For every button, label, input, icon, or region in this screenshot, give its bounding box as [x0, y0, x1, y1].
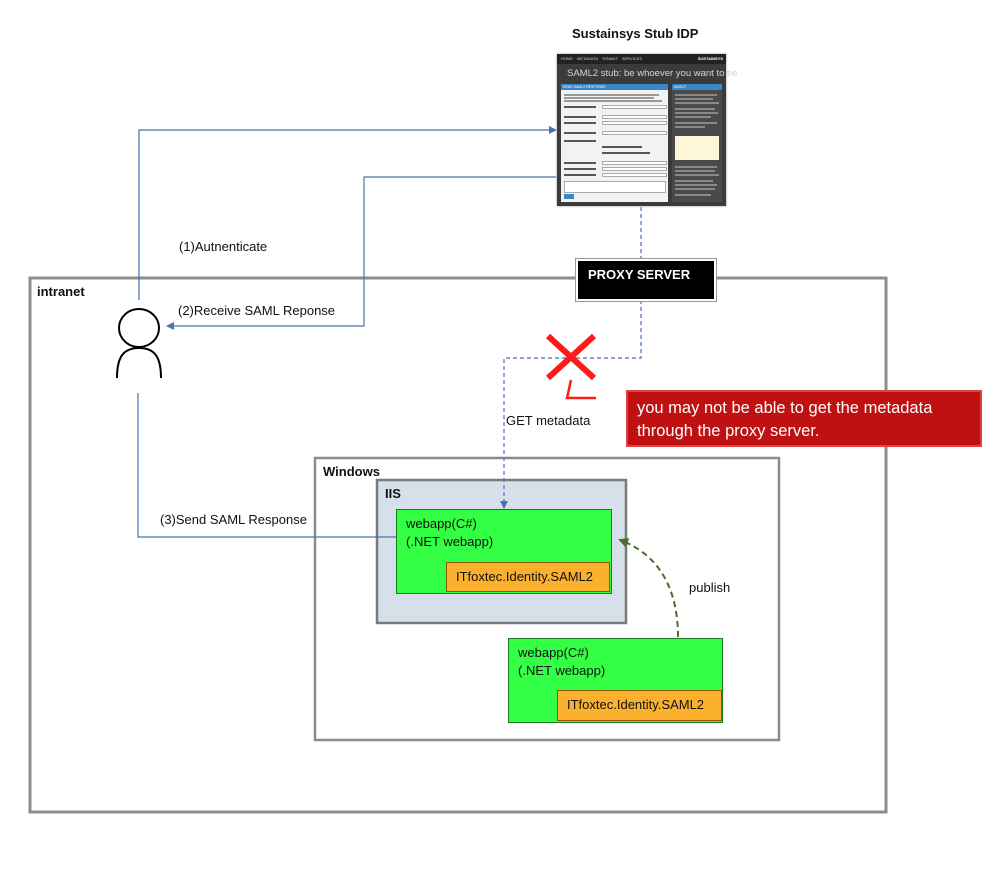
- windows-frame: [313, 456, 781, 742]
- authenticate-arrow: [138, 126, 557, 300]
- windows-label: Windows: [323, 464, 380, 479]
- warning-line-1: you may not be able to get the metadata: [637, 399, 933, 417]
- idp-nav-item: METADATA: [577, 56, 598, 61]
- publish-arrow: [618, 538, 679, 638]
- publish-label: publish: [689, 580, 731, 595]
- send-arrow: [137, 393, 396, 538]
- iis-webapp-title: webapp(C#): [406, 516, 477, 531]
- idp-brand: SUSTAINSYS: [697, 56, 723, 61]
- iis-library-box: ITfoxtec.Identity.SAML2: [446, 562, 610, 592]
- iis-label: IIS: [385, 486, 401, 501]
- idp-about-panel: ABOUT: [672, 84, 722, 202]
- idp-form-panel: SEND SAML2 RESPONSE: [561, 84, 668, 202]
- dev-webapp-subtitle: (.NET webapp): [518, 663, 606, 678]
- step-receive-label: (2)Receive SAML Reponse: [178, 303, 336, 318]
- iis-webapp-subtitle: (.NET webapp): [406, 534, 494, 549]
- intranet-frame: [28, 276, 888, 814]
- idp-title: Sustainsys Stub IDP: [572, 26, 699, 41]
- iis-library-label: ITfoxtec.Identity.SAML2: [456, 569, 594, 584]
- user-icon: [116, 308, 162, 379]
- warning-callout: you may not be able to get the metadata …: [626, 390, 982, 447]
- receive-arrow: [166, 176, 556, 330]
- blocked-x-icon: [545, 333, 597, 381]
- dev-library-box: ITfoxtec.Identity.SAML2: [557, 690, 722, 721]
- idp-submit-button: [564, 194, 574, 199]
- idp-warning-box: [675, 136, 719, 160]
- get-metadata-label: GET metadata: [506, 413, 591, 428]
- dev-library-label: ITfoxtec.Identity.SAML2: [567, 697, 705, 712]
- idp-nav-item: SERVICES: [621, 56, 643, 61]
- proxy-server-label: PROXY SERVER: [588, 267, 691, 282]
- idp-about-header: ABOUT: [672, 84, 722, 90]
- callout-pointer-icon: [565, 379, 596, 400]
- idp-form-header: SEND SAML2 RESPONSE: [561, 84, 668, 90]
- warning-line-2: through the proxy server.: [637, 422, 820, 440]
- idp-headline: SAML2 stub: be whoever you want to be: [567, 68, 738, 79]
- dev-webapp-title: webapp(C#): [518, 645, 589, 660]
- idp-nav-item: HOME: [561, 56, 573, 61]
- idp-nav-item: TENANT: [601, 56, 618, 61]
- step-send-label: (3)Send SAML Response: [160, 512, 307, 527]
- get-metadata-arrow: [500, 300, 642, 509]
- proxy-server-box: PROXY SERVER: [578, 261, 714, 299]
- step-authenticate-label: (1)Autnenticate: [179, 239, 268, 254]
- intranet-label: intranet: [37, 284, 85, 299]
